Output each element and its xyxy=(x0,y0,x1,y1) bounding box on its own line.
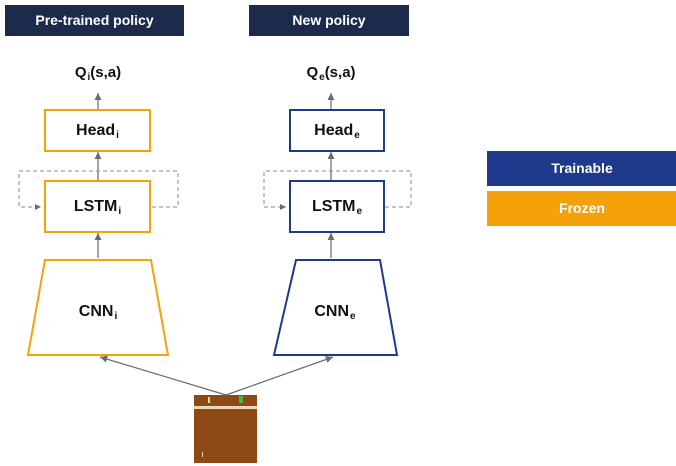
cnn-label: CNN xyxy=(314,303,350,320)
cnn-right-label: CNNe xyxy=(295,303,375,322)
head-label: Head xyxy=(76,122,116,139)
cnn-subscript: i xyxy=(114,311,118,322)
q-args: (s,a) xyxy=(90,64,122,81)
cnn-left-shape xyxy=(26,259,170,356)
header-pretrained-policy: Pre-trained policy xyxy=(5,5,184,36)
arrow-frame-to-cnn-right xyxy=(225,356,334,396)
q-symbol: Q xyxy=(74,64,87,81)
q-subscript: e xyxy=(319,72,325,83)
legend-trainable: Trainable xyxy=(487,151,676,186)
lstm-right-box: LSTMe xyxy=(289,180,385,233)
cnn-right-shape xyxy=(272,259,399,356)
q-args: (s,a) xyxy=(324,64,356,81)
recurrent-loop-right xyxy=(263,170,412,210)
head-left-box: Headi xyxy=(44,109,151,152)
head-label: Head xyxy=(314,122,354,139)
input-game-frame xyxy=(194,395,257,463)
lstm-subscript: e xyxy=(356,206,363,217)
cnn-subscript: e xyxy=(350,311,356,322)
lstm-left-box: LSTMi xyxy=(44,180,151,233)
q-value-label-left: Qi(s,a) xyxy=(58,64,138,83)
q-value-label-right: Qe(s,a) xyxy=(291,64,371,83)
q-subscript: i xyxy=(87,72,91,83)
legend-frozen: Frozen xyxy=(487,191,676,226)
lstm-label: LSTM xyxy=(311,198,356,215)
lstm-label: LSTM xyxy=(73,198,118,215)
head-right-box: Heade xyxy=(289,109,385,152)
q-symbol: Q xyxy=(306,64,319,81)
cnn-label: CNN xyxy=(78,303,114,320)
head-subscript: e xyxy=(354,130,360,141)
cnn-left-label: CNNi xyxy=(58,303,138,322)
header-new-policy: New policy xyxy=(249,5,409,36)
lstm-subscript: i xyxy=(118,206,122,217)
recurrent-loop-left xyxy=(18,170,179,210)
arrow-frame-to-cnn-left xyxy=(99,355,227,396)
head-subscript: i xyxy=(116,130,119,141)
